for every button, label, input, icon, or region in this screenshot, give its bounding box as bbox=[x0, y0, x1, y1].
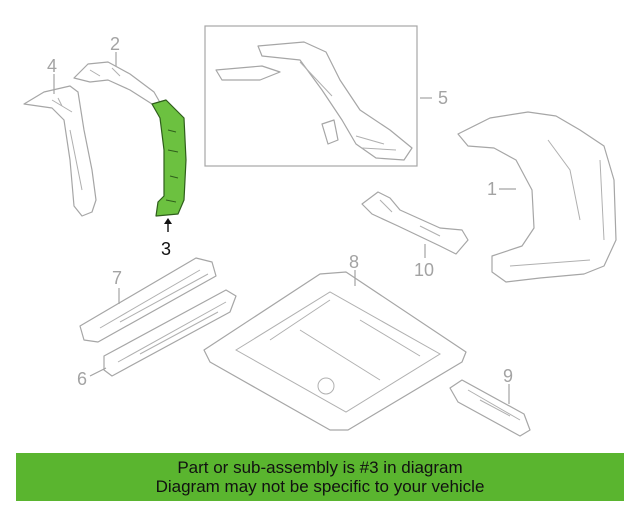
callout-7[interactable]: 7 bbox=[112, 268, 122, 288]
part-1-body-side[interactable] bbox=[457, 111, 617, 283]
callout-3[interactable]: 3 bbox=[161, 239, 171, 259]
callout-2[interactable]: 2 bbox=[110, 34, 120, 54]
inset-box-5 bbox=[204, 25, 418, 167]
callout-8[interactable]: 8 bbox=[349, 252, 359, 272]
part-2-roof-rail[interactable] bbox=[73, 61, 163, 107]
callout-6[interactable]: 6 bbox=[77, 369, 87, 389]
callout-9[interactable]: 9 bbox=[503, 366, 513, 386]
callout-5[interactable]: 5 bbox=[438, 88, 448, 108]
callout-1[interactable]: 1 bbox=[487, 179, 497, 199]
banner-line-2: Diagram may not be specific to your vehi… bbox=[155, 477, 485, 496]
callout-4[interactable]: 4 bbox=[47, 56, 57, 76]
part-10-crossmember[interactable] bbox=[361, 191, 469, 255]
banner-line-1: Part or sub-assembly is #3 in diagram bbox=[177, 458, 463, 477]
leader-arrow-3 bbox=[164, 218, 172, 224]
leader-line-6 bbox=[89, 367, 107, 377]
part-notice-banner: Part or sub-assembly is #3 in diagram Di… bbox=[16, 453, 624, 501]
part-8-floor-pan[interactable] bbox=[203, 271, 467, 431]
part-4-a-pillar[interactable] bbox=[23, 85, 97, 217]
part-6-sill-reinforcement[interactable] bbox=[103, 289, 237, 377]
part-9-rear-rail[interactable] bbox=[449, 379, 531, 437]
part-3-pillar-highlighted[interactable] bbox=[151, 99, 187, 217]
part-7-sill-inner[interactable] bbox=[79, 257, 217, 343]
parts-diagram: 4 2 3 5 1 10 7 bbox=[23, 25, 617, 437]
part-5-assembly[interactable] bbox=[215, 41, 413, 161]
callout-10[interactable]: 10 bbox=[414, 260, 434, 280]
